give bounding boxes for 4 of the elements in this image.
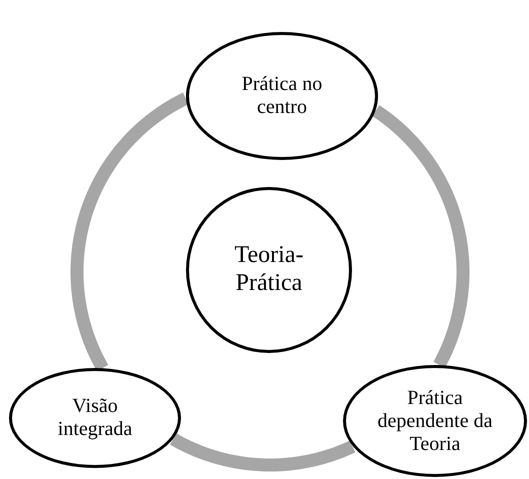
node-label: Visão integrada <box>56 395 134 441</box>
node-label: Prática dependente da Teoria <box>378 386 492 456</box>
node-label: Prática no centro <box>240 73 324 119</box>
node-label: Teoria-Prática <box>234 242 304 298</box>
